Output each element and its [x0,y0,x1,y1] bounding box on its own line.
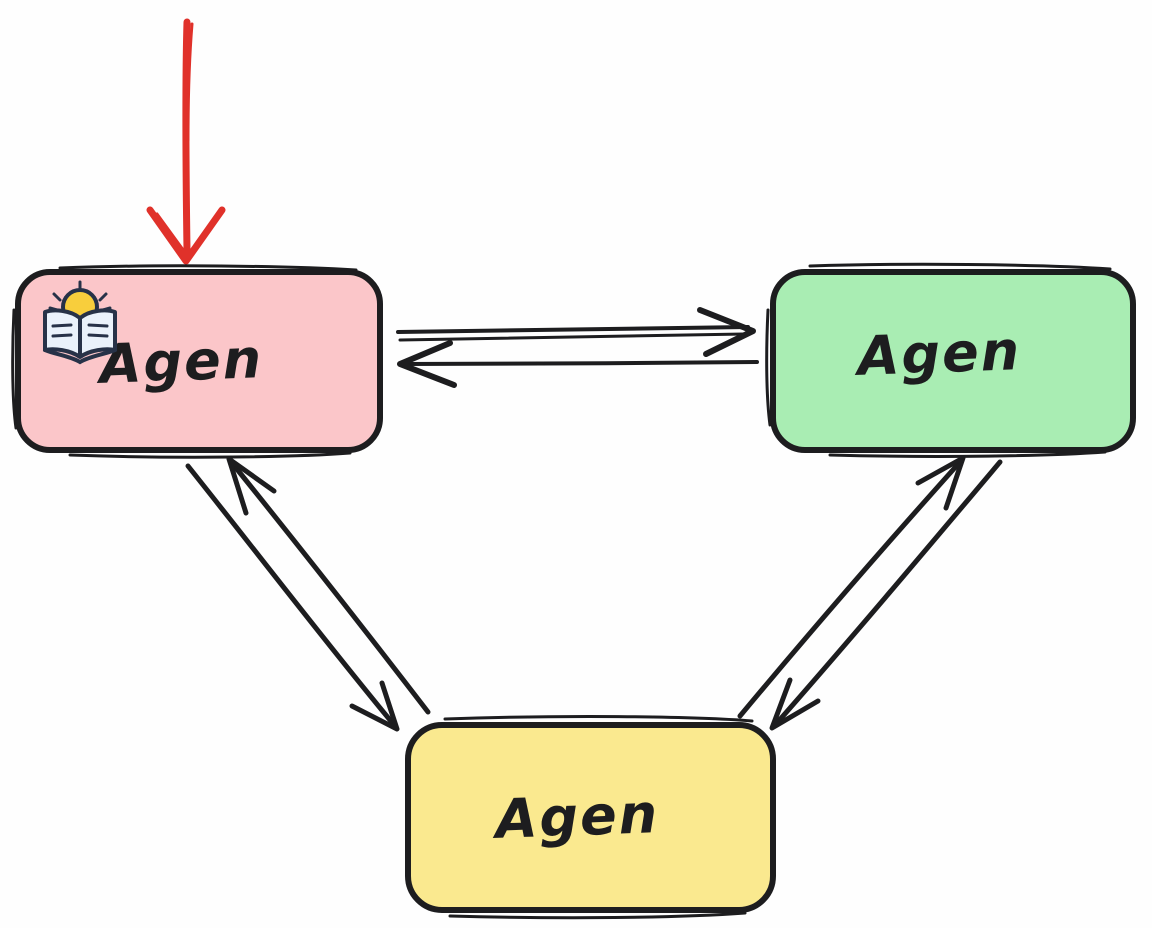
arrow-yellow-to-green-shaft [737,459,963,719]
node-agent-yellow: Agen [405,715,776,920]
input-arrow [146,18,226,265]
book-page-edge [43,348,117,365]
arrow-pink-to-yellow-shaft [185,463,398,729]
agent-yellow-box-sketch-top [443,715,754,723]
arrow-green-to-pink-shaft [402,360,759,366]
agent-green-box-sketch-top [808,262,1112,271]
arrow-green-to-yellow-head [769,677,821,731]
agent-pink-box-sketch-left [11,308,18,430]
agent-yellow-label: Agen [491,782,661,851]
input-arrowhead-sketch [155,212,191,260]
agent-green-box-sketch-bottom [828,450,1107,458]
arrow-yellow-to-green-head [915,455,966,511]
input-arrow-shaft-sketch [186,22,194,142]
input-arrowhead [146,206,226,265]
arrow-pink-to-green-head [697,307,756,357]
arrow-green-to-pink-head [397,340,457,388]
page-line-right2 [87,333,109,338]
bulb-ray-right [98,292,108,302]
agent-yellow-box [405,722,776,913]
arrow-green-to-yellow-shaft [773,459,1003,727]
agent-yellow-box-sketch-bottom [448,911,747,920]
node-agent-pink: Agen [11,264,383,459]
agent-green-label: Agen [853,319,1023,388]
page-line-left2 [51,333,73,338]
arrow-pink-to-green-shaft [396,325,750,334]
arrow-yellow-to-pink-shaft [229,460,431,715]
agent-pink-box-sketch-top [58,264,358,272]
arrow-pink-to-green-shaft-sketch [398,332,746,342]
page-line-right1 [87,323,109,328]
edge-green-yellow [737,455,1003,731]
bulb-ray-left [52,292,62,302]
agent-green-box [770,269,1136,453]
page-line-left1 [51,323,73,328]
node-agent-green: Agen [765,262,1136,458]
arrow-pink-to-yellow-head [349,680,400,732]
edge-pink-green [396,307,759,388]
open-book-lightbulb-icon [43,280,117,365]
arrow-yellow-to-pink-head [226,456,277,516]
input-arrow-shaft [182,18,191,254]
agent-pink-label: Agen [95,327,265,396]
agent-green-box-sketch-left [765,308,772,427]
edge-pink-yellow [185,456,431,732]
agent-pink-box-sketch-bottom [68,451,352,459]
